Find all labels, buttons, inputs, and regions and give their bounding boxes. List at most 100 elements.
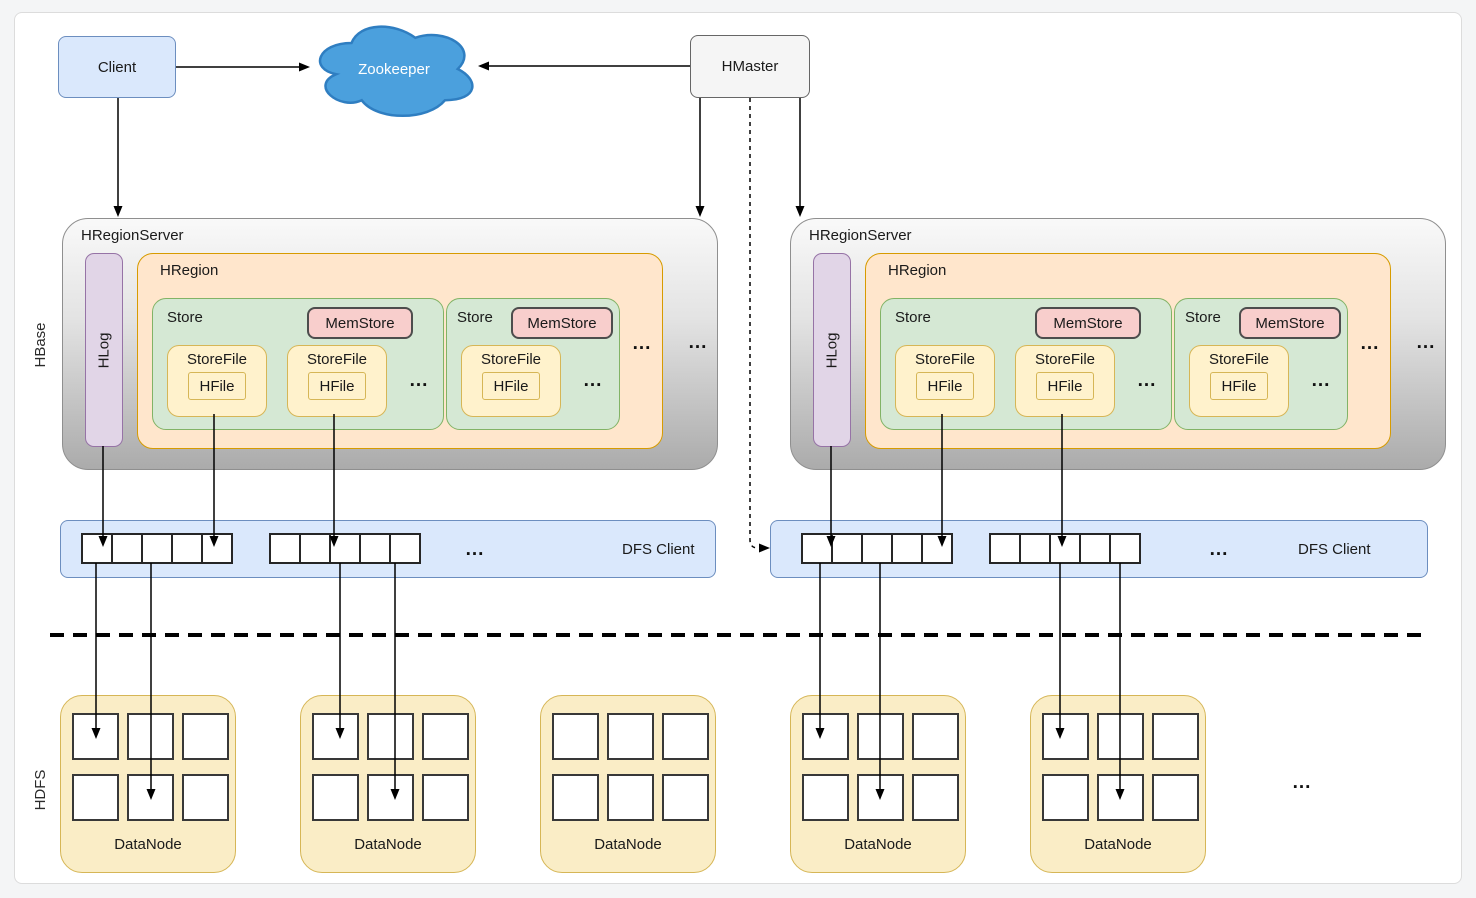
more-datanodes-ellipsis: ... [1292, 772, 1312, 793]
client-label: Client [97, 58, 137, 76]
storefile: StoreFile HFile [167, 345, 267, 417]
store-2: Store MemStore StoreFile HFile ... [1174, 298, 1348, 430]
zookeeper-label: Zookeeper [358, 60, 430, 78]
more-storefiles-ellipsis: ... [1311, 370, 1331, 391]
dfs-block [891, 533, 923, 564]
hfile: HFile [1036, 372, 1094, 400]
region-server-label: HRegionServer [81, 227, 184, 244]
hdfs-block-grid [72, 713, 229, 821]
dfs-block [1049, 533, 1081, 564]
hdfs-block [367, 713, 414, 760]
hdfs-block [312, 713, 359, 760]
hdfs-block [367, 774, 414, 821]
hlog-2: HLog [813, 253, 851, 447]
hdfs-block [127, 713, 174, 760]
datanode-1: DataNode [60, 695, 236, 873]
storefile: StoreFile HFile [895, 345, 995, 417]
storefile-label: StoreFile [186, 351, 248, 368]
dfs-block [81, 533, 113, 564]
hregion-1: HRegion Store MemStore StoreFile HFile S… [137, 253, 663, 449]
hdfs-block [1042, 713, 1089, 760]
dfs-block [389, 533, 421, 564]
hdfs-block [662, 713, 709, 760]
dfs-block [801, 533, 833, 564]
storefile: StoreFile HFile [461, 345, 561, 417]
store-1: Store MemStore StoreFile HFile StoreFile… [880, 298, 1172, 430]
client-node: Client [58, 36, 176, 98]
dfs-block [1109, 533, 1141, 564]
store-1: Store MemStore StoreFile HFile StoreFile… [152, 298, 444, 430]
hdfs-block [1152, 774, 1199, 821]
hdfs-block [857, 713, 904, 760]
hdfs-block [182, 774, 229, 821]
more-blocks-ellipsis: ... [465, 539, 485, 560]
storefile: StoreFile HFile [1015, 345, 1115, 417]
hdfs-block [912, 774, 959, 821]
datanode-label: DataNode [844, 836, 912, 853]
dfs-client-1: ... DFS Client [60, 520, 716, 578]
region-server-label: HRegionServer [809, 227, 912, 244]
more-stores-ellipsis: ... [1360, 333, 1380, 354]
hdfs-block [552, 713, 599, 760]
store-label: Store [895, 309, 931, 326]
datanode-3: DataNode [540, 695, 716, 873]
memstore: MemStore [511, 307, 613, 339]
hmaster-node: HMaster [690, 35, 810, 98]
more-stores-ellipsis: ... [632, 333, 652, 354]
dfs-block [111, 533, 143, 564]
more-blocks-ellipsis: ... [1209, 539, 1229, 560]
dfs-client-2: ... DFS Client [770, 520, 1428, 578]
storefile-label: StoreFile [1034, 351, 1096, 368]
dfs-client-label: DFS Client [622, 540, 695, 558]
dfs-block [1019, 533, 1051, 564]
cloud-icon [318, 25, 474, 117]
storefile-label: StoreFile [480, 351, 542, 368]
hdfs-block [1097, 774, 1144, 821]
hdfs-block-grid [312, 713, 469, 821]
datanode-5: DataNode [1030, 695, 1206, 873]
dfs-block [201, 533, 233, 564]
hdfs-block [662, 774, 709, 821]
hdfs-block [607, 713, 654, 760]
zookeeper-node: Zookeeper [306, 14, 482, 124]
hmaster-label: HMaster [721, 58, 779, 75]
store-2: Store MemStore StoreFile HFile ... [446, 298, 620, 430]
dfs-block [269, 533, 301, 564]
dfs-block [359, 533, 391, 564]
memstore: MemStore [1035, 307, 1141, 339]
hfile: HFile [188, 372, 246, 400]
hdfs-block-grid [552, 713, 709, 821]
datanode-label: DataNode [594, 836, 662, 853]
dfs-block-group [81, 533, 233, 564]
storefile-label: StoreFile [306, 351, 368, 368]
storefile-label: StoreFile [914, 351, 976, 368]
hdfs-block [552, 774, 599, 821]
memstore: MemStore [307, 307, 413, 339]
store-label: Store [167, 309, 203, 326]
hfile: HFile [308, 372, 366, 400]
dfs-block [831, 533, 863, 564]
hdfs-block [127, 774, 174, 821]
hregion-label: HRegion [888, 262, 947, 279]
dfs-block [1079, 533, 1111, 564]
hdfs-block-grid [802, 713, 959, 821]
hdfs-block [72, 774, 119, 821]
storefile: StoreFile HFile [1189, 345, 1289, 417]
more-hregions-ellipsis: ... [1416, 332, 1436, 353]
datanode-label: DataNode [354, 836, 422, 853]
datanode-4: DataNode [790, 695, 966, 873]
hlog-1: HLog [85, 253, 123, 447]
store-label: Store [457, 309, 493, 326]
hdfs-block [802, 774, 849, 821]
hlog-label: HLog [95, 332, 113, 368]
storefile-label: StoreFile [1208, 351, 1270, 368]
hdfs-block [182, 713, 229, 760]
dfs-block [299, 533, 331, 564]
more-hregions-ellipsis: ... [688, 332, 708, 353]
store-label: Store [1185, 309, 1221, 326]
more-storefiles-ellipsis: ... [1137, 370, 1157, 391]
hdfs-block [912, 713, 959, 760]
hdfs-block [72, 713, 119, 760]
hfile: HFile [482, 372, 540, 400]
more-storefiles-ellipsis: ... [409, 370, 429, 391]
